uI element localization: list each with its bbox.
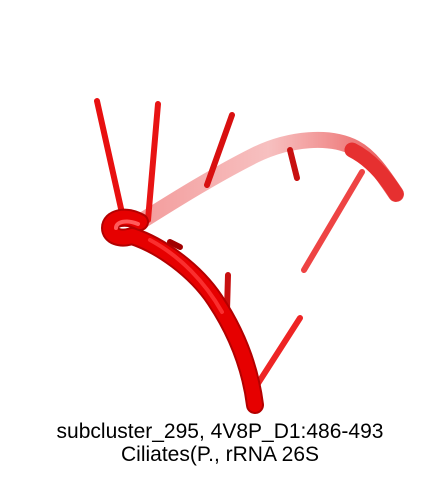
base-stick-3 xyxy=(204,112,235,188)
caption-line-2: Ciliates(P., rRNA 26S xyxy=(120,443,320,466)
caption-line-1: subcluster_295, 4V8P_D1:486-493 xyxy=(56,420,384,443)
backbone-far-segment xyxy=(132,132,404,230)
base-stick-8 xyxy=(167,239,183,250)
figure-caption: subcluster_295, 4V8P_D1:486-493 Ciliates… xyxy=(0,420,440,466)
base-stick-5 xyxy=(301,169,365,273)
base-stick-7 xyxy=(254,315,303,388)
base-stick-1 xyxy=(94,98,127,225)
base-sticks xyxy=(94,98,365,388)
base-stick-2 xyxy=(145,101,161,223)
base-stick-4 xyxy=(287,147,300,181)
backbone-near-segment xyxy=(101,208,264,414)
